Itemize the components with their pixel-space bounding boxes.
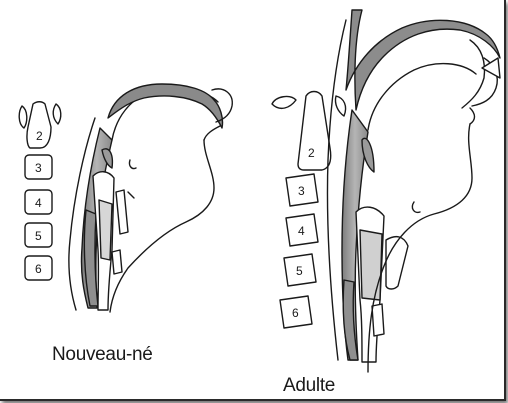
adult-panel <box>272 10 500 372</box>
newborn-panel <box>19 84 232 312</box>
adult-palate <box>462 40 484 108</box>
newborn-vertebra-label-2: 2 <box>36 129 43 143</box>
adult-vertebra-label-3: 3 <box>298 184 305 198</box>
adult-atlas-left <box>272 97 296 109</box>
adult-lip-lower <box>470 108 475 124</box>
adult-mandible-dot <box>412 202 420 212</box>
newborn-caption: Nouveau-né <box>52 344 153 366</box>
newborn-vertebra-label-3: 3 <box>35 161 42 175</box>
adult-trachea-shade <box>360 230 382 300</box>
newborn-cricoid <box>112 250 122 274</box>
adult-vertebra-label-4: 4 <box>298 224 305 238</box>
newborn-hyoid <box>128 192 134 198</box>
newborn-atlas-right <box>53 104 61 124</box>
newborn-trachea-shade <box>99 200 112 260</box>
newborn-thyroid-cartilage <box>116 190 128 234</box>
newborn-palate <box>108 84 223 128</box>
adult-chin <box>368 124 472 372</box>
newborn-lip-lower <box>204 126 220 140</box>
adult-caption: Adulte <box>283 375 335 397</box>
adult-vertebra-label-2: 2 <box>308 146 315 160</box>
newborn-vertebra-label-5: 5 <box>35 229 42 243</box>
adult-atlas-right <box>335 96 345 116</box>
adult-tongue <box>368 64 476 130</box>
adult-epiglottis <box>362 138 374 172</box>
adult-nasopharynx <box>346 10 500 110</box>
newborn-mandible-dot <box>129 160 136 169</box>
adult-thyroid-cartilage <box>386 237 408 289</box>
adult-vertebra-label-5: 5 <box>296 264 303 278</box>
adult-cricoid <box>372 304 384 336</box>
newborn-vertebra-label-6: 6 <box>35 262 42 276</box>
adult-vertebra-label-6: 6 <box>292 306 299 320</box>
newborn-vertebra-label-4: 4 <box>35 196 42 210</box>
newborn-atlas-left <box>19 106 27 128</box>
